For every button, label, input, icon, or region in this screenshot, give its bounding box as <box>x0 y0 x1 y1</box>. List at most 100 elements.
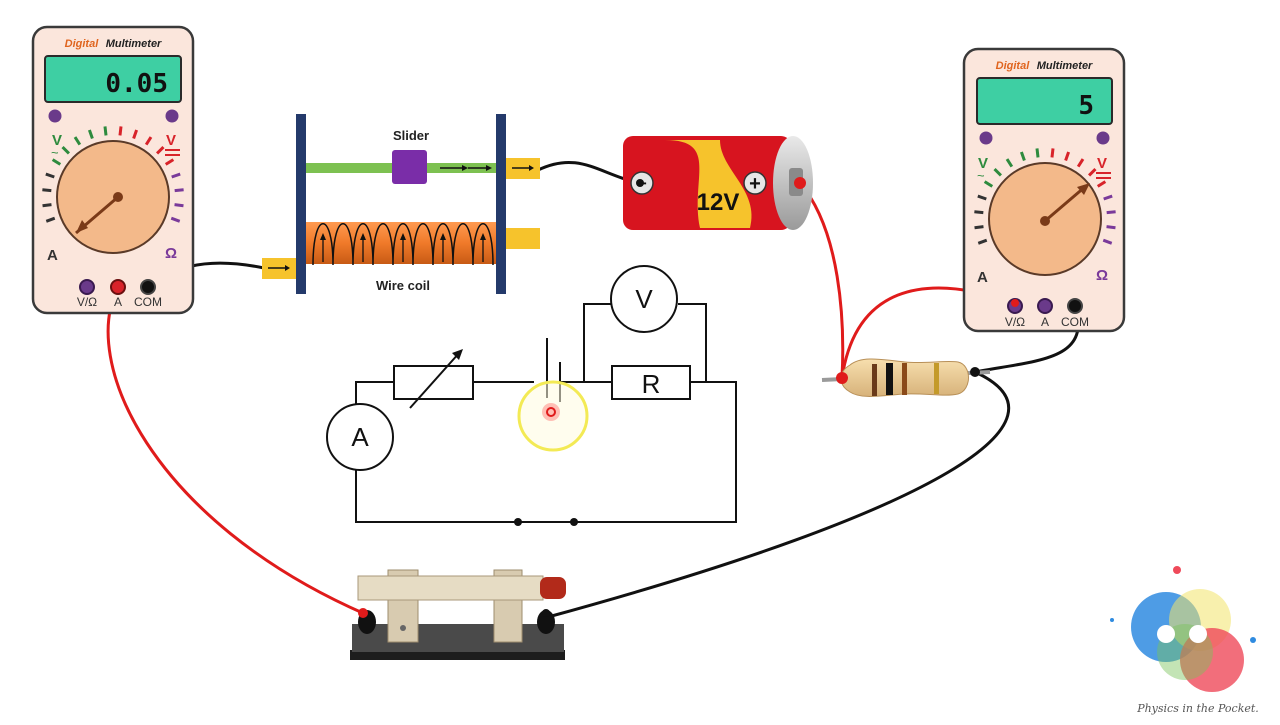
rheostat: Slider Wire coil <box>262 114 540 294</box>
battery-red-clip <box>794 177 806 189</box>
right-multimeter-port-label-com: COM <box>1061 315 1089 329</box>
schematic-wire-top-left <box>355 381 394 408</box>
dial-tick <box>1103 194 1113 201</box>
schematic-voltmeter <box>610 265 678 333</box>
dial-tick <box>42 203 52 208</box>
dial-tick <box>974 225 984 230</box>
cursor-glow <box>542 403 560 421</box>
dial-tick <box>174 188 184 193</box>
dial-tick <box>45 216 56 223</box>
schematic-wire-loop <box>355 381 737 523</box>
logo-head-icon-left <box>1157 625 1175 643</box>
switch-terminal-right[interactable] <box>537 610 555 634</box>
slider-direction-arrow-icon <box>440 165 492 171</box>
switch-handle[interactable] <box>540 577 566 599</box>
switch-pivot-screw <box>400 625 406 631</box>
left-multimeter-label-ohms: Ω <box>165 245 177 262</box>
left-multimeter-port-com[interactable] <box>140 279 156 295</box>
left-multimeter-port-vohm[interactable] <box>79 279 95 295</box>
left-multimeter-port-label-a: A <box>114 295 122 309</box>
rheostat-slider-knob[interactable] <box>392 150 427 184</box>
logo-dot-top <box>1173 566 1181 574</box>
left-multimeter-label-amps: A <box>47 247 58 264</box>
right-multimeter-label-ohms: Ω <box>1096 267 1108 284</box>
logo-red-circle <box>1180 628 1244 692</box>
left-multimeter-reading: 0.05 <box>105 69 168 99</box>
resistor-band-4 <box>934 363 939 394</box>
left-multimeter-port-a[interactable] <box>110 279 126 295</box>
battery-positive-terminal[interactable] <box>743 171 767 195</box>
black-wire-resistor-to-switch <box>547 370 1011 619</box>
right-multimeter-label-v-ac: V <box>978 155 988 172</box>
right-multimeter: Digital Multimeter 5 V ~ V A Ω V/Ω A COM <box>962 47 1126 333</box>
circuit-schematic: R V A <box>326 265 737 526</box>
right-multimeter-button-left[interactable] <box>979 131 993 145</box>
cursor-dot-icon <box>546 407 556 417</box>
rheostat-coil-windings <box>312 223 494 266</box>
watermark-logo: Physics in the Pocket. <box>1110 566 1259 715</box>
left-multimeter-dial-center <box>113 192 123 202</box>
dial-tick <box>1106 225 1116 230</box>
schematic-variable-resistor <box>393 365 474 400</box>
switch-blade[interactable] <box>357 575 544 601</box>
dial-tick <box>132 129 139 140</box>
schematic-resistor-symbol: R <box>642 369 661 399</box>
right-multimeter-title: Digital Multimeter <box>996 56 1093 73</box>
rheostat-terminal-bottom-right[interactable] <box>506 228 540 249</box>
right-multimeter-button-right[interactable] <box>1096 131 1110 145</box>
switch-base <box>352 624 564 652</box>
right-multimeter-port-com[interactable] <box>1067 298 1083 314</box>
left-multimeter-button-right[interactable] <box>165 109 179 123</box>
schematic-variable-arrow <box>409 351 461 409</box>
battery: − + 12V <box>623 136 813 230</box>
watermark-text: Physics in the Pocket. <box>1136 702 1259 715</box>
coil-current-arrows-icon <box>320 233 486 262</box>
logo-dot-right <box>1250 637 1256 643</box>
resistor-band-1 <box>872 364 877 396</box>
battery-yellow-stripe <box>665 140 752 228</box>
right-multimeter-port-a[interactable] <box>1037 298 1053 314</box>
dial-tick <box>1035 148 1040 158</box>
right-multimeter-dial-center <box>1040 216 1050 226</box>
right-multimeter-label-amps: A <box>977 269 988 286</box>
right-multimeter-dial-pointer <box>1044 184 1087 223</box>
dial-tick <box>51 158 62 166</box>
dial-tick <box>144 136 153 146</box>
rheostat-slider-label: Slider <box>393 128 429 143</box>
left-multimeter-ac-symbol-icon: ~ <box>51 145 59 160</box>
right-multimeter-lcd <box>976 77 1113 125</box>
dial-tick <box>1088 167 1097 177</box>
dial-tick <box>61 145 70 155</box>
resistor-band-3 <box>902 363 907 395</box>
dial-tick <box>1019 151 1026 162</box>
dial-tick <box>1005 158 1014 168</box>
red-wire-left-meter-to-switch <box>106 287 366 616</box>
switch-base-bottom <box>350 650 565 660</box>
dial-tick <box>1076 158 1085 168</box>
left-multimeter-label-v-dc: V <box>166 132 176 149</box>
left-multimeter-button-left[interactable] <box>48 109 62 123</box>
dial-tick <box>977 194 987 201</box>
dial-tick <box>42 188 52 193</box>
dial-tick <box>118 126 123 136</box>
right-multimeter-port-label-vohm: V/Ω <box>1005 315 1025 329</box>
left-multimeter-lcd <box>44 55 182 103</box>
terminal-arrow-head-icon <box>285 265 290 271</box>
rheostat-coil-label: Wire coil <box>376 278 430 293</box>
dial-tick <box>45 172 55 179</box>
dial-tick <box>87 129 94 140</box>
terminal-arrow-head-icon-right <box>529 165 534 171</box>
left-multimeter-pointer-arrow-icon <box>76 220 88 233</box>
dial-tick <box>1096 180 1107 188</box>
dial-tick <box>170 216 181 223</box>
battery-positive-symbol: + <box>749 173 761 195</box>
schematic-switch-contact-right <box>570 518 578 526</box>
schematic-ammeter <box>326 403 394 471</box>
left-multimeter: Digital Multimeter 0.05 V ~ V A Ω V/Ω A … <box>31 25 195 315</box>
switch-black-clip <box>542 609 550 617</box>
red-wire-battery-to-resistor <box>798 182 845 379</box>
cursor-highlight <box>517 380 589 452</box>
battery-voltage-label: 12V <box>697 189 740 216</box>
dial-tick <box>73 136 82 146</box>
